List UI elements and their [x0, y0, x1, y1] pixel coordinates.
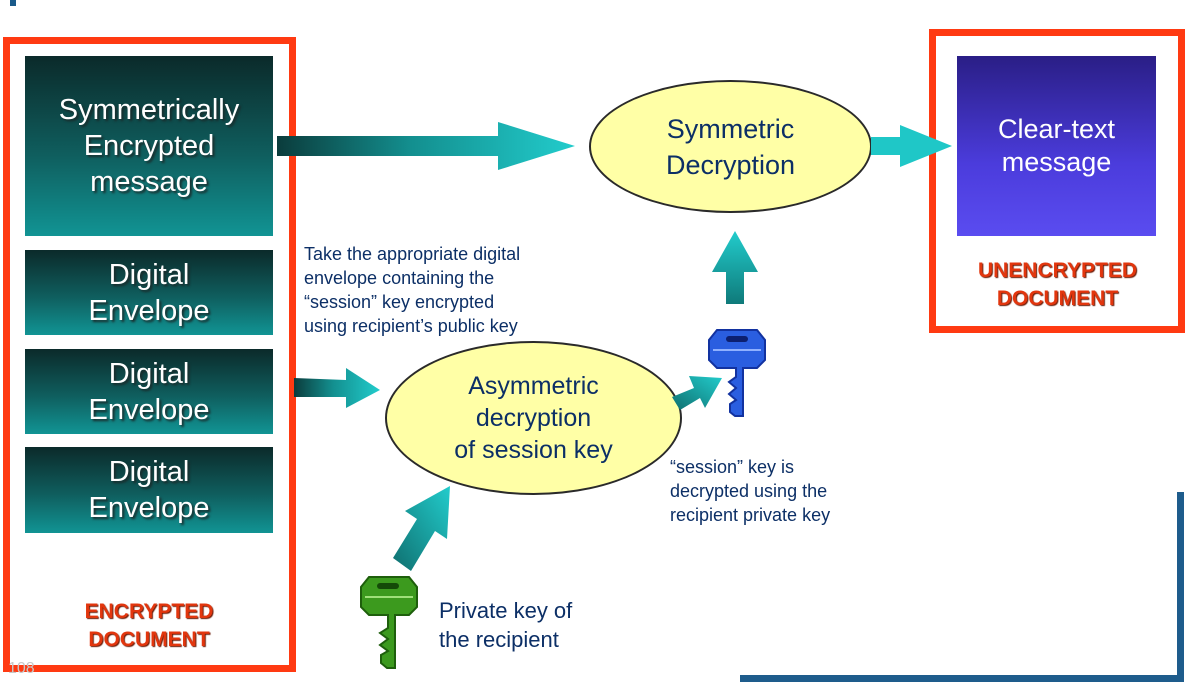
symmetric-decryption-node: Symmetric Decryption: [589, 80, 872, 213]
unencrypted-document-frame: [929, 29, 1185, 333]
session-key-note: “session” key is decrypted using the rec…: [670, 457, 831, 525]
encrypted-document-label: ENCRYPTED DOCUMENT: [84, 600, 214, 651]
clear-text-message-box: Clear-text message: [957, 56, 1156, 236]
encrypted-message-box: Symmetrically Encrypted message: [25, 56, 273, 236]
arrow-icon: [672, 376, 722, 410]
corner-accent: [10, 0, 16, 6]
digital-envelope-1: Digital Envelope: [25, 250, 273, 335]
arrow-icon: [712, 231, 758, 304]
digital-envelope-3: Digital Envelope: [25, 447, 273, 533]
asymmetric-decryption-node: Asymmetric decryption of session key: [385, 341, 682, 495]
encrypted-document-frame: [3, 37, 296, 672]
corner-line-vertical: [1177, 492, 1184, 682]
page-number: 108: [8, 660, 35, 677]
envelope-note: Take the appropriate digital envelope co…: [304, 244, 521, 336]
arrow-icon: [277, 122, 575, 170]
digital-envelope-2: Digital Envelope: [25, 349, 273, 434]
key-icon: [360, 576, 418, 669]
corner-line-horizontal: [740, 675, 1184, 682]
unencrypted-document-label: UNENCRYPTED DOCUMENT: [977, 259, 1138, 310]
arrow-icon: [393, 486, 450, 571]
private-key-note: Private key of the recipient: [439, 598, 573, 652]
arrow-icon: [871, 125, 952, 167]
key-icon: [708, 329, 766, 417]
arrow-icon: [294, 368, 380, 408]
